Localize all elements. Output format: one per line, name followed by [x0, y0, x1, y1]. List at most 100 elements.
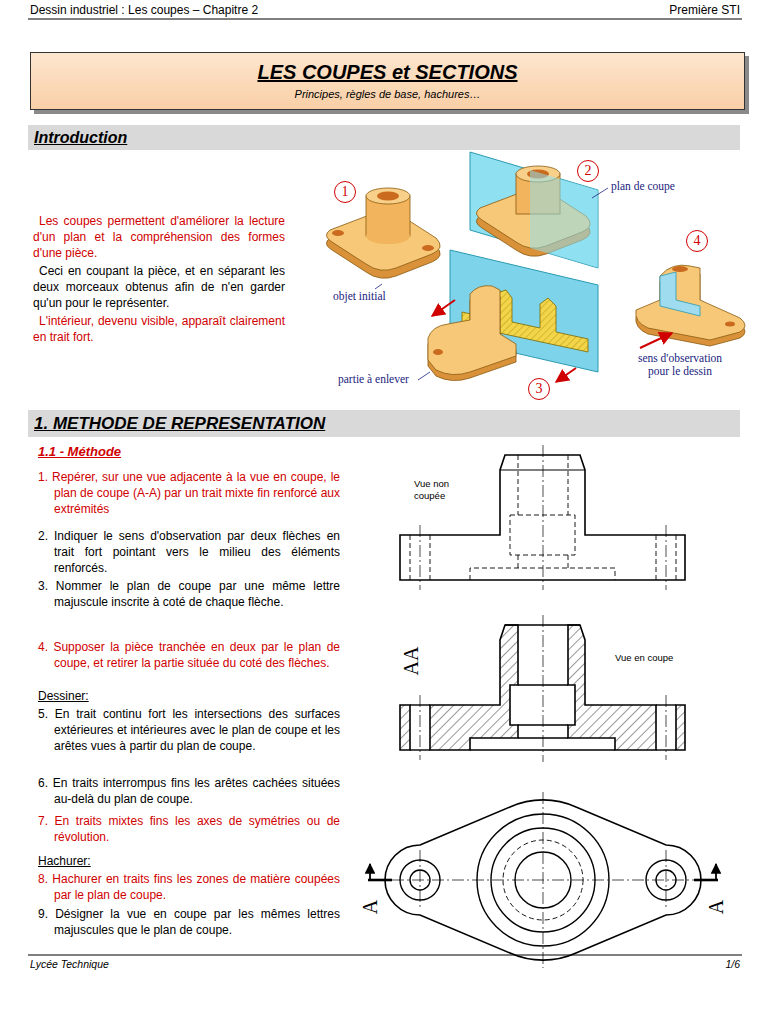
front-view-drawing [518, 555, 519, 568]
front-view-drawing [568, 555, 569, 568]
front-view-drawing [410, 535, 411, 580]
top-view-drawing [368, 879, 392, 882]
top-view-drawing [694, 879, 718, 882]
front-view-drawing [400, 445, 685, 590]
method-step: 6. En traits interrompus fins les arêtes… [38, 775, 340, 807]
subsection-title: 1.1 - Méthode [38, 444, 238, 459]
header-rule [28, 19, 742, 955]
removed-part-illustration [556, 368, 576, 382]
front-view-drawing [470, 568, 615, 580]
method-step: 3. Nommer le plan de coupe par une même … [38, 578, 340, 610]
method-step: 4. Supposer la pièce tranchée en deux pa… [38, 639, 340, 671]
front-view-drawing [420, 525, 421, 590]
section-view-drawing [430, 625, 518, 750]
part-illustration [332, 230, 344, 236]
part-illustration [422, 245, 434, 251]
callout-number: 4 [686, 230, 708, 252]
front-view-drawing [518, 455, 519, 515]
heading-text: Introduction [34, 128, 127, 148]
top-view-drawing [369, 864, 371, 880]
kept-part-illustration [672, 266, 688, 272]
top-view-drawing [715, 864, 717, 880]
subtitle-text: Principes, règles de base, hachures… [295, 87, 481, 102]
removed-part-illustration [432, 300, 455, 316]
kept-part-illustration [636, 265, 745, 340]
section-view-drawing [666, 695, 667, 760]
page-number: 1/6 [690, 958, 740, 971]
front-view-drawing [676, 535, 677, 580]
part-illustration [377, 192, 399, 201]
kept-part-illustration [636, 265, 745, 348]
front-view-drawing [420, 445, 666, 590]
callout-label: partie à enlever [338, 373, 418, 386]
top-view-drawing [420, 850, 421, 910]
step-group-heading: Dessiner: [38, 688, 158, 704]
callout-number: 3 [528, 378, 550, 400]
section-view-drawing [400, 615, 685, 762]
top-view-drawing [666, 850, 667, 910]
top-view-drawing [392, 880, 694, 881]
footer-text: Lycée Technique [30, 958, 180, 971]
callout-text: 4 [694, 233, 701, 249]
step-group-heading: Hachurer: [38, 853, 158, 869]
section-letter: A [359, 898, 381, 916]
front-view-drawing [568, 455, 569, 515]
section-letters: AA [400, 644, 422, 678]
front-view-drawing [656, 535, 657, 580]
cutting-plane-illustration [592, 188, 608, 198]
callout-label: objet initial [333, 290, 413, 303]
intro-paragraph: Ceci en coupant la pièce, et en séparant… [33, 263, 285, 311]
callout-number: 1 [334, 181, 356, 203]
title-banner: LES COUPES et SECTIONS Principes, règles … [30, 52, 745, 110]
part-illustration [366, 188, 410, 204]
kept-part-illustration [640, 333, 672, 348]
front-view-drawing [510, 515, 575, 555]
removed-part-illustration [428, 286, 516, 375]
intro-paragraph: Les coupes permettent d'améliorer la lec… [33, 213, 285, 261]
method-step: 7. En traits mixtes fins les axes de sym… [38, 813, 340, 845]
callout-text: 2 [585, 163, 592, 179]
method-step: 5. En trait continu fort les intersectio… [38, 706, 340, 754]
kept-part-illustration [660, 272, 700, 316]
front-view-drawing [430, 535, 431, 580]
section-view-drawing [568, 625, 656, 750]
section-view-drawing [420, 695, 421, 760]
method-step: 8. Hachurer en traits fins les zones de … [38, 871, 340, 903]
header-rule [28, 19, 742, 20]
section-view-drawing [543, 615, 544, 762]
removed-part-illustration [375, 284, 576, 382]
header-rule [28, 955, 742, 956]
top-view-drawing [368, 792, 718, 968]
view-name: Vue non coupée [414, 478, 474, 502]
front-view-drawing [400, 455, 685, 580]
intro-paragraph: L'intérieur, devenu visible, apparaît cl… [33, 313, 285, 345]
class-name: Première STI [600, 3, 740, 17]
method-step: 2. Indiquer le sens d'observation par de… [38, 528, 340, 576]
callout-label: plan de coupe [611, 180, 711, 193]
cutting-plane-illustration [470, 152, 608, 268]
top-view-drawing [392, 792, 694, 968]
title-text: LES COUPES et SECTIONS [257, 60, 517, 84]
section-view-drawing [420, 615, 666, 762]
section-letter: A [705, 898, 727, 916]
cutting-plane-illustration [530, 170, 598, 268]
callout-label: sens d'observation pour le dessin [628, 352, 732, 378]
kept-part-illustration [725, 322, 735, 327]
callout-text: 3 [536, 381, 543, 397]
view-name: Vue en coupe [615, 652, 705, 664]
removed-part-illustration [418, 372, 430, 380]
method-step: 9. Désigner la vue en coupe par les même… [38, 906, 340, 938]
front-view-drawing [666, 525, 667, 590]
part-illustration [366, 228, 410, 244]
section-view-drawing [470, 749, 615, 750]
section-band: Introduction [28, 125, 740, 150]
removed-part-illustration [433, 349, 443, 355]
front-view-drawing [543, 445, 544, 590]
section-band: 1. METHODE DE REPRESENTATION [28, 410, 740, 437]
heading-text: 1. METHODE DE REPRESENTATION [34, 414, 325, 434]
section-view-drawing [505, 624, 580, 625]
method-step: 1. Repérer, sur une vue adjacente à la v… [38, 469, 340, 517]
callout-text: 1 [342, 184, 349, 200]
